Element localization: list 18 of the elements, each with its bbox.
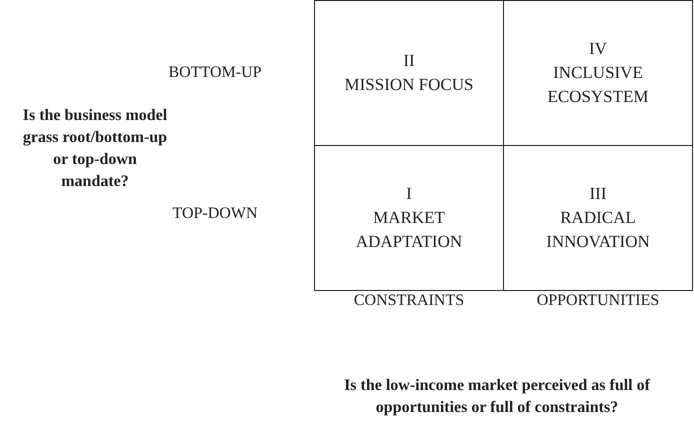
quadrant-box [314, 0, 504, 146]
quadrant-number: III [590, 183, 606, 205]
axis-label: CONSTRAINTS [352, 291, 466, 311]
quadrant-box [503, 0, 693, 146]
quadrant-box [314, 145, 504, 291]
quadrant-title: MISSION FOCUS [344, 74, 474, 96]
quadrant-title: INCLUSIVE ECOSYSTEM [546, 62, 650, 108]
quadrant-box [503, 145, 693, 291]
axis-question: Is the business model grass root/bottom-up or top-down mandate? [22, 106, 168, 192]
quadrant-number: IV [589, 38, 607, 60]
quadrant-number: II [403, 50, 415, 72]
quadrant-title: RADICAL INNOVATION [545, 207, 651, 253]
quadrant-title: MARKET ADAPTATION [354, 207, 464, 253]
axis-label: OPPORTUNITIES [536, 291, 660, 311]
quadrant-number: I [406, 183, 412, 205]
axis-label: BOTTOM-UP [167, 63, 263, 83]
axis-label: TOP-DOWN [171, 204, 259, 224]
axis-question: Is the low-income market perceived as full of opportunities or full of constraints? [343, 376, 652, 418]
